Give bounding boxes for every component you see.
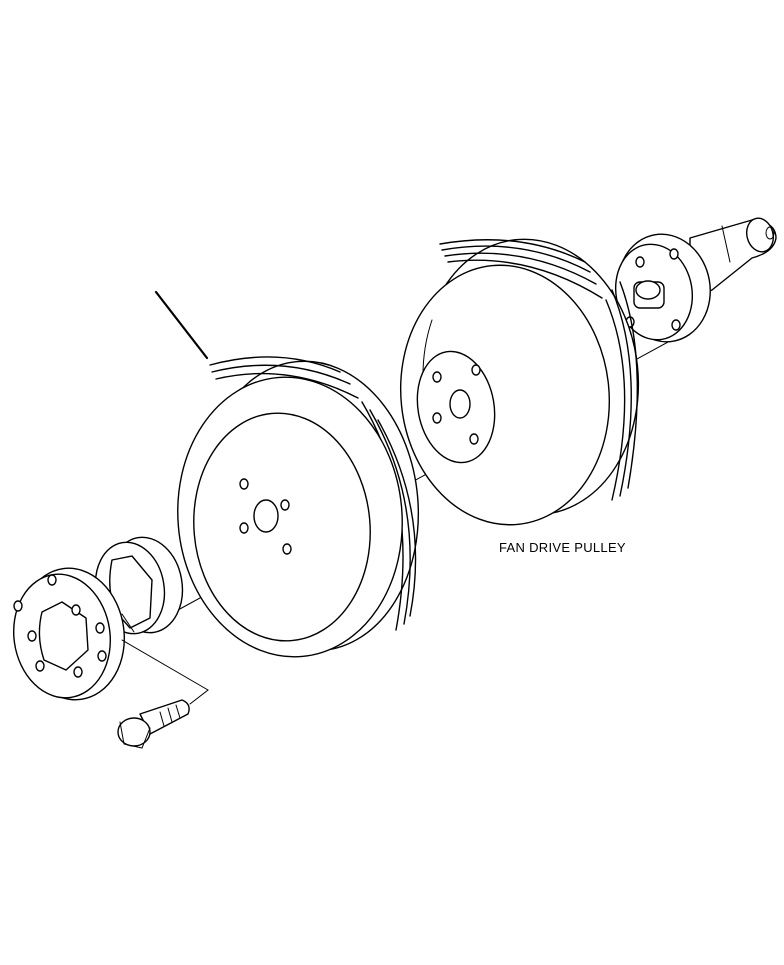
front-plate: [12, 567, 126, 701]
bolt-leader-lines: [121, 639, 209, 705]
pulley-spacer: [94, 536, 184, 635]
shaft-flange: [614, 233, 711, 343]
fan-drive-pulley: [399, 238, 640, 526]
callout-leader-line: [154, 290, 209, 360]
fan-drive-pulley-label: FAN DRIVE PULLEY: [499, 540, 626, 555]
flange-bolt: [117, 699, 190, 749]
crank-pulley: [177, 356, 420, 658]
